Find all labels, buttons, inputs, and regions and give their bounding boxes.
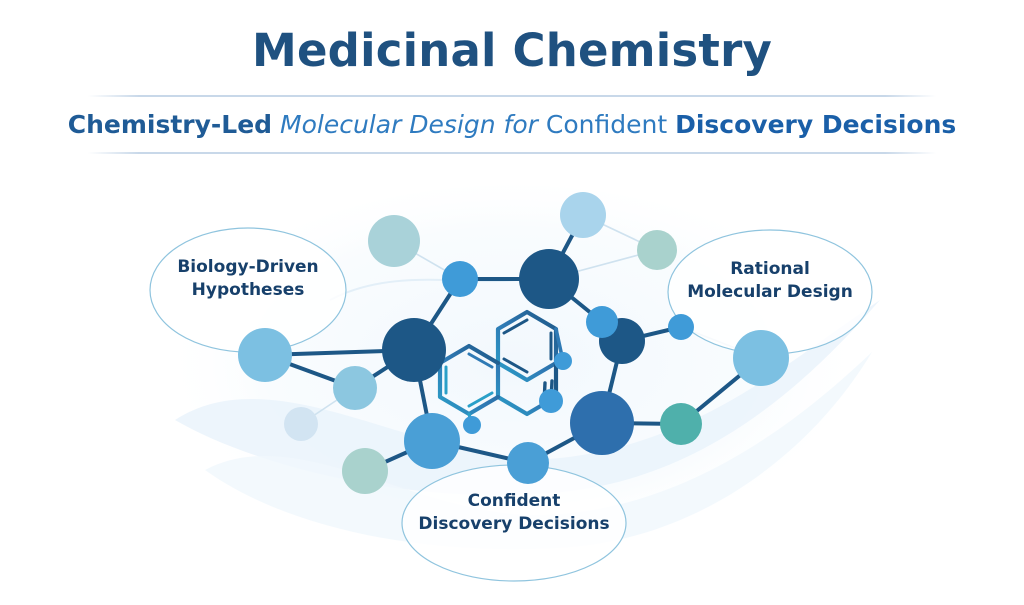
network-node-blue-bottomleft xyxy=(404,413,460,469)
subtitle-part-discovery-decisions: Discovery Decisions xyxy=(675,110,957,139)
network-node-dot-mol-bottom xyxy=(463,416,481,434)
header: Medicinal Chemistry Chemistry-Led Molecu… xyxy=(0,0,1024,170)
page-title: Medicinal Chemistry xyxy=(251,24,773,77)
network-node-pale-upper-left xyxy=(368,215,420,267)
subtitle-part-confident: Confident xyxy=(545,110,668,139)
network-node-sky-left xyxy=(238,328,292,382)
network-node-ice-top xyxy=(560,192,606,238)
page-subtitle: Chemistry-Led Molecular Design for Confi… xyxy=(0,112,1024,137)
network-node-blue-smallright xyxy=(668,314,694,340)
label-ellipse-confident-discovery-decisions xyxy=(401,464,627,582)
network-node-navy-top xyxy=(519,249,579,309)
divider-top xyxy=(88,95,936,97)
divider-bottom xyxy=(88,152,936,154)
network-node-ice-lowleft xyxy=(284,407,318,441)
network-node-teal-right xyxy=(660,403,702,445)
network-node-blue-bottom xyxy=(507,442,549,484)
network-node-dot-mol-keto xyxy=(539,389,563,413)
label-ellipse-biology-driven-hypotheses xyxy=(149,227,347,353)
ellipse-outline xyxy=(401,464,627,582)
network-node-blue-upper-left xyxy=(442,261,478,297)
network-nodes xyxy=(238,192,789,494)
network-node-navy-left xyxy=(382,318,446,382)
subtitle-part-chemistry-led: Chemistry-Led xyxy=(67,110,273,139)
network-node-dot-mol-right xyxy=(554,352,572,370)
ellipse-outline xyxy=(149,227,347,353)
network-node-blue-right xyxy=(586,306,618,338)
label-ellipses xyxy=(149,227,873,582)
subtitle-part-molecular-design-for: Molecular Design for xyxy=(280,110,538,139)
network-node-mint-upper-right xyxy=(637,230,677,270)
network-node-steel-bottomright xyxy=(570,391,634,455)
network-node-mint-lowleft xyxy=(342,448,388,494)
network-node-sky-right xyxy=(733,330,789,386)
network-node-sky-midleft xyxy=(333,366,377,410)
